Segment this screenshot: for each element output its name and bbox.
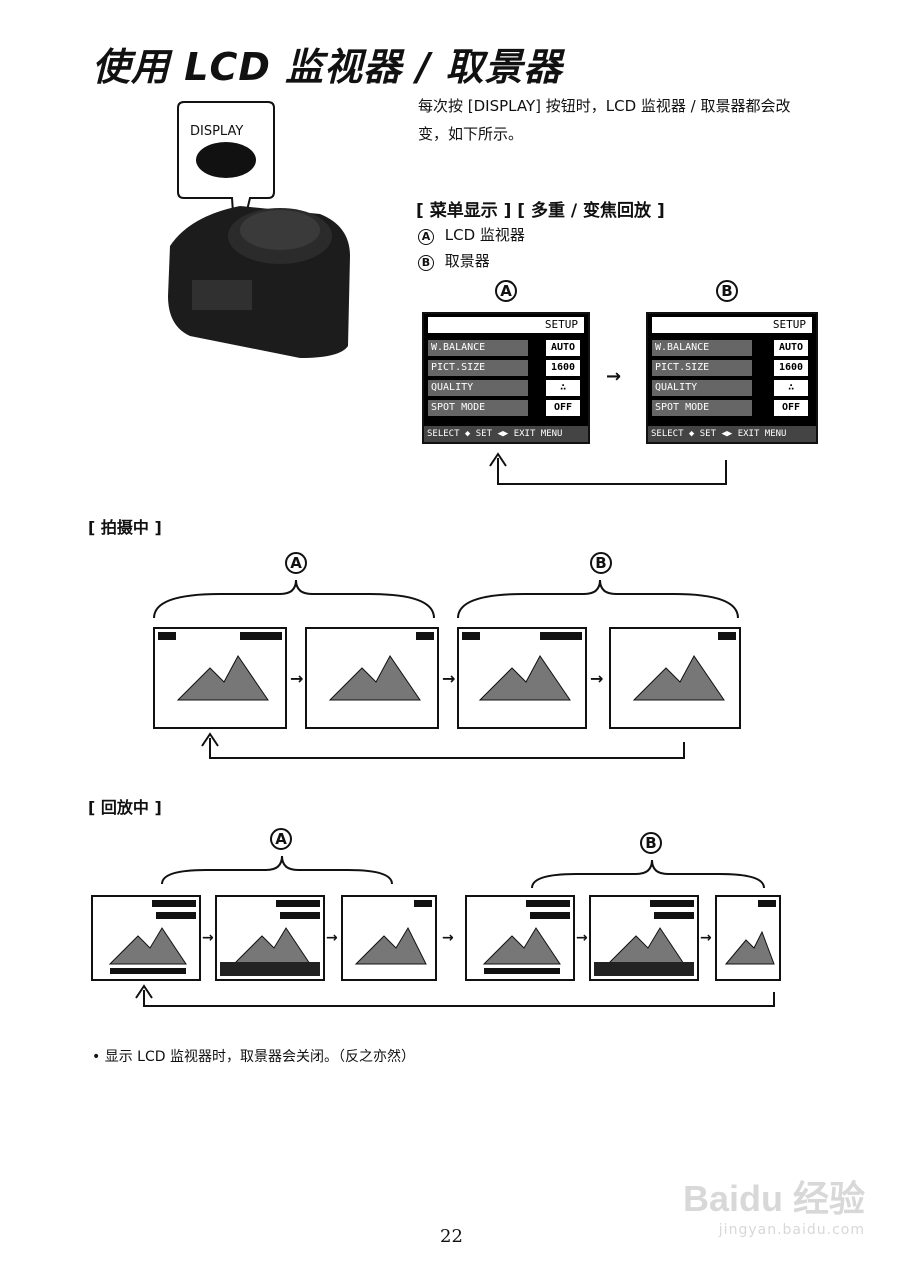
screen-b-mark: B: [716, 280, 738, 302]
playback-screen-5: [590, 896, 698, 980]
display-button-label: DISPLAY: [190, 124, 243, 139]
svg-text:→: →: [576, 930, 588, 946]
playback-screen-4: [466, 896, 574, 980]
shooting-screen-4: [610, 628, 740, 728]
playback-screen-3: [342, 896, 436, 980]
playback-screen-2: [216, 896, 324, 980]
shooting-screen-2: [306, 628, 438, 728]
arrow-right-icon: →: [606, 366, 621, 387]
shooting-screen-3: [458, 628, 586, 728]
intro-text: 每次按 [DISPLAY] 按钮时，LCD 监视器 / 取景器都会改变，如下所示…: [418, 92, 818, 148]
legend-text-a: LCD 监视器: [445, 226, 525, 244]
legend-mark-b: B: [418, 255, 434, 271]
svg-text:→: →: [442, 669, 455, 688]
legend-item-a: A LCD 监视器: [418, 224, 525, 245]
camera-illustration: [150, 96, 360, 386]
note-text: • 显示 LCD 监视器时，取景器会关闭。（反之亦然）: [92, 1046, 415, 1066]
display-button-icon: [196, 142, 256, 178]
menu-footer: SELECT ◆ SET ◀▶ EXIT MENU: [648, 426, 816, 442]
watermark-url: jingyan.baidu.com: [683, 1222, 865, 1238]
shooting-section-label: [ 拍摄中 ]: [88, 514, 162, 538]
svg-text:→: →: [442, 930, 454, 946]
legend-text-b: 取景器: [445, 252, 490, 270]
menu-section-header: [ 菜单显示 ] [ 多重 / 变焦回放 ]: [416, 196, 665, 221]
screen-a-mark: A: [495, 280, 517, 302]
playback-section-label: [ 回放中 ]: [88, 794, 162, 818]
svg-text:→: →: [700, 930, 712, 946]
playback-diagram: → → → → →: [86, 840, 786, 1020]
shooting-diagram: → → →: [140, 560, 760, 775]
playback-screen-1: [92, 896, 200, 980]
svg-text:→: →: [202, 930, 214, 946]
legend-mark-a: A: [418, 229, 434, 245]
svg-text:→: →: [590, 669, 603, 688]
legend-item-b: B 取景器: [418, 250, 490, 271]
playback-screen-6: [716, 896, 780, 980]
menu-header: SETUP: [652, 317, 812, 333]
watermark-brand: Baidu 经验: [683, 1170, 865, 1222]
menu-header: SETUP: [428, 317, 584, 333]
shooting-screen-1: [154, 628, 286, 728]
svg-text:→: →: [290, 669, 303, 688]
menu-footer: SELECT ◆ SET ◀▶ EXIT MENU: [424, 426, 588, 442]
page-title: 使用 LCD 监视器 / 取景器: [92, 36, 562, 91]
page-number: 22: [440, 1226, 463, 1247]
svg-text:→: →: [326, 930, 338, 946]
return-arrow-menu: [480, 450, 740, 490]
watermark: Baidu 经验 jingyan.baidu.com: [683, 1170, 865, 1238]
